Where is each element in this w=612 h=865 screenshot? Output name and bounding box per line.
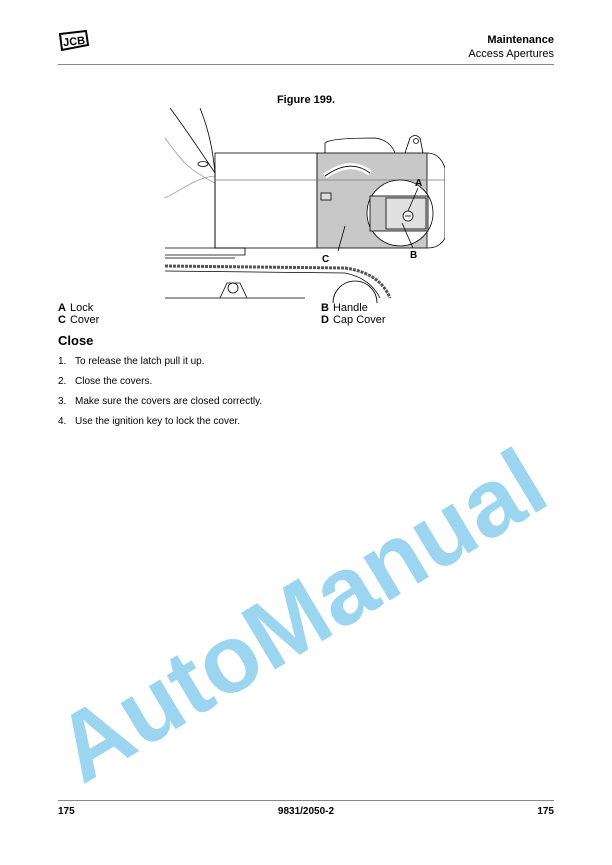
jcb-logo: JCB (58, 30, 90, 52)
footer-doc-number: 9831/2050-2 (277, 806, 335, 817)
header-titles: Maintenance Access Apertures (468, 33, 554, 61)
figure-title: Figure 199. (276, 94, 336, 106)
watermark: AutoManual (37, 428, 564, 804)
callout-c: C (322, 254, 329, 265)
step-item: 3.Make sure the covers are closed correc… (58, 396, 263, 407)
step-item: 4.Use the ignition key to lock the cover… (58, 416, 241, 427)
footer-page-left: 175 (58, 806, 75, 817)
step-item: 1.To release the latch pull it up. (58, 356, 205, 367)
callout-a: A (415, 178, 422, 189)
figure-illustration: A B C (165, 108, 445, 303)
steps-list: 1.To release the latch pull it up. 2.Clo… (58, 356, 262, 436)
header-divider (58, 64, 554, 65)
section-title: Maintenance (487, 34, 554, 46)
footer-divider (58, 800, 554, 801)
subsection-title: Access Apertures (468, 48, 554, 60)
svg-text:JCB: JCB (63, 35, 86, 49)
footer-page-right: 175 (537, 806, 554, 817)
section-heading: Close (58, 333, 94, 348)
callout-b: B (410, 250, 417, 261)
step-item: 2.Close the covers. (58, 376, 153, 387)
